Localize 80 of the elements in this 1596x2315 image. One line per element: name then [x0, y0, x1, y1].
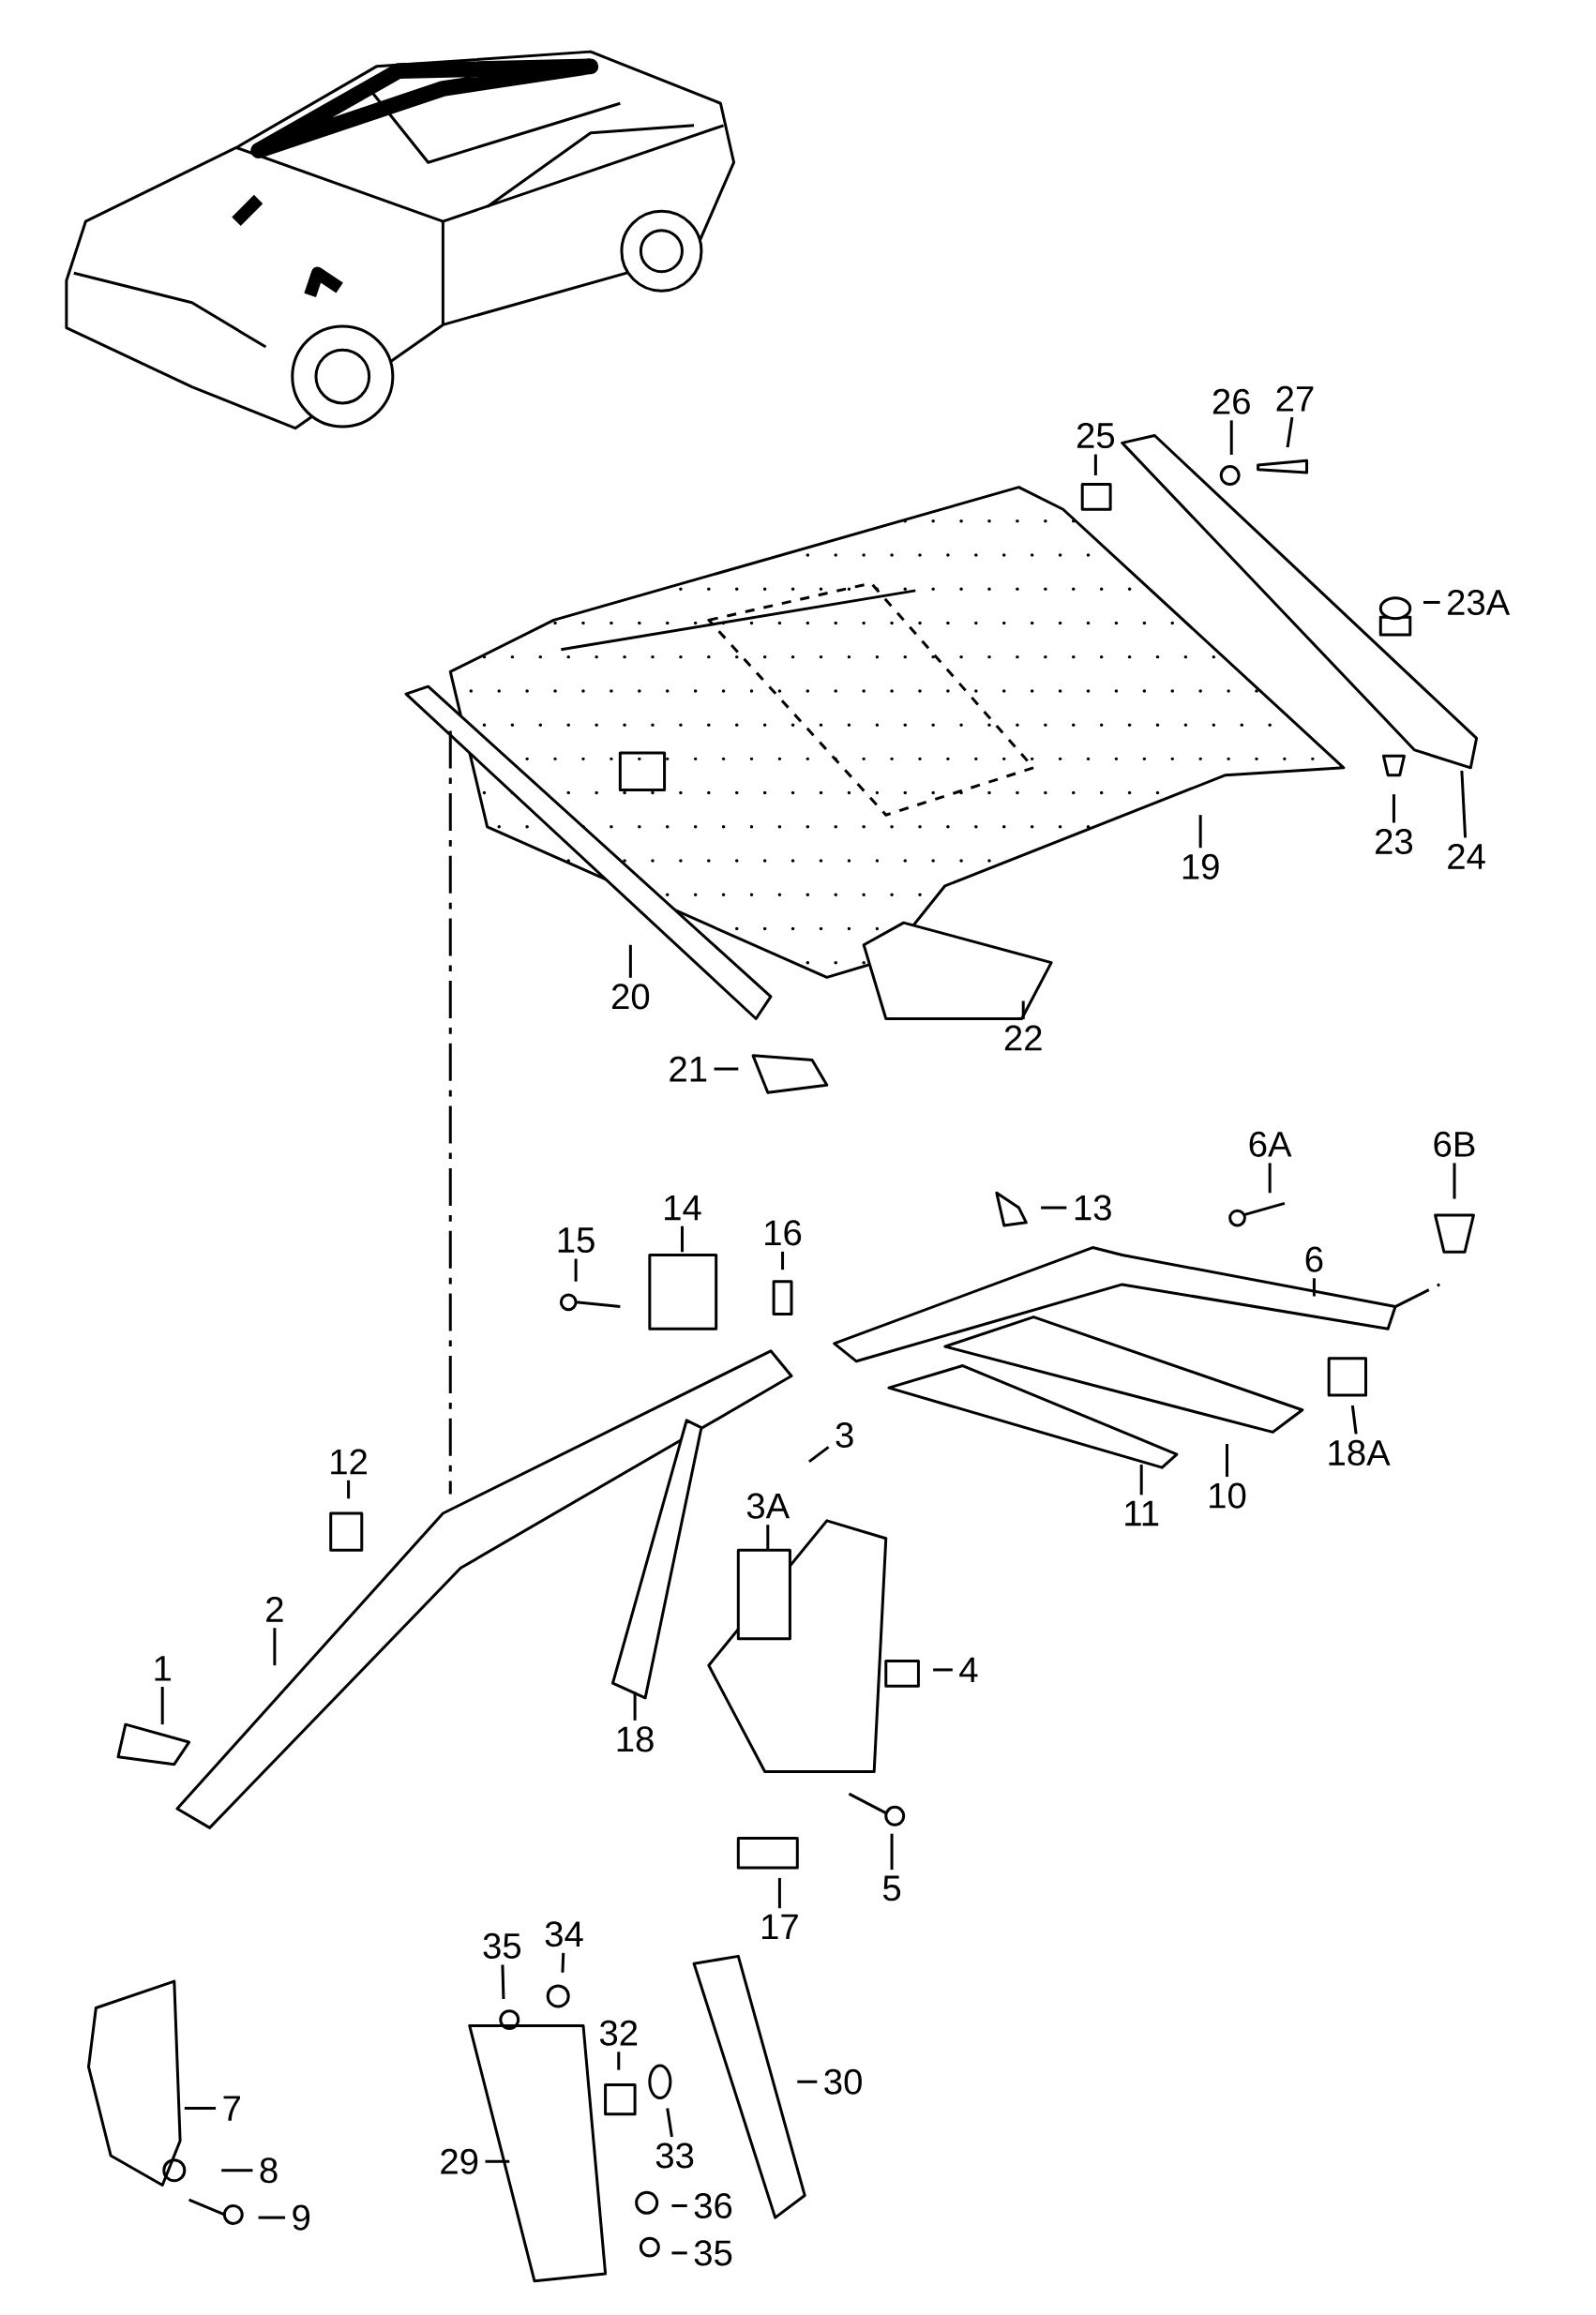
leader-line [1460, 770, 1467, 838]
leader-line [1350, 1405, 1358, 1435]
leader-line [671, 2204, 687, 2207]
leader-line [1021, 1000, 1025, 1020]
callout-number: 2 [266, 1596, 283, 1622]
leader-line [501, 1964, 505, 2000]
callout-number: 15 [558, 1227, 595, 1254]
callout-number: 14 [665, 1195, 701, 1221]
leader-line [258, 2216, 285, 2219]
callout-number: 8 [260, 2157, 278, 2184]
leader-line [671, 2251, 687, 2255]
leader-line [1041, 1206, 1067, 1210]
leader-line [1312, 1278, 1316, 1297]
callout-number: 35 [694, 2240, 732, 2266]
callout-number: 34 [545, 1921, 583, 1947]
callout-number: 11 [1125, 1500, 1159, 1526]
callout-number: 35 [483, 1932, 520, 1959]
leader-line [1286, 416, 1294, 448]
leader-line [628, 944, 632, 978]
leader-line [1392, 794, 1395, 823]
callout-number: 23 [1376, 828, 1412, 855]
callout-number: 36 [694, 2192, 732, 2219]
leader-line [184, 2107, 216, 2111]
leader-line [777, 1877, 781, 1909]
callout-number: 3A [746, 1493, 790, 1519]
callout-number: 18A [1329, 1439, 1391, 1466]
leader-line [347, 1480, 351, 1499]
leader-line [1225, 1444, 1228, 1478]
leader-line [807, 1446, 830, 1464]
callout-number: 19 [1182, 853, 1219, 879]
leader-line [1268, 1163, 1272, 1194]
leader-line [160, 1687, 164, 1725]
callout-number: 6 [1305, 1246, 1323, 1272]
callout-number: 20 [611, 984, 650, 1010]
leader-line [221, 2169, 253, 2172]
leader-line [1198, 815, 1202, 849]
callout-number: 7 [223, 2096, 240, 2121]
leader-line [574, 1258, 578, 1282]
leader-line [666, 2108, 673, 2138]
callout-number: 32 [599, 2020, 638, 2046]
callout-number: 25 [1077, 422, 1114, 449]
leader-line [1453, 1163, 1456, 1199]
leader-line [485, 2159, 510, 2163]
callout-number: 6B [1434, 1131, 1475, 1157]
callout-number: 23A [1447, 589, 1511, 615]
leader-line [1229, 420, 1233, 455]
leader-line [890, 1833, 894, 1871]
callout-number: 16 [765, 1220, 802, 1246]
leader-line [617, 2052, 621, 2070]
callout-number: 1 [155, 1656, 171, 1681]
leader-line [1093, 454, 1097, 476]
callout-number: 4 [959, 1657, 978, 1683]
callout-number: 17 [761, 1914, 798, 1940]
callout-number: 22 [1004, 1025, 1042, 1051]
callout-number: 24 [1448, 843, 1485, 869]
leader-line [633, 1691, 637, 1721]
callout-number: 26 [1212, 388, 1250, 414]
callout-number: 18 [617, 1726, 654, 1752]
callout-number: 13 [1075, 1195, 1111, 1221]
callout-number: 9 [293, 2204, 309, 2231]
leader-line [797, 2080, 818, 2083]
leader-line [680, 1225, 684, 1253]
leader-line [1139, 1465, 1143, 1496]
leader-line [1423, 600, 1440, 604]
callout-number: 6A [1249, 1131, 1292, 1157]
callout-number: 3 [836, 1421, 853, 1449]
callout-number: 5 [882, 1875, 901, 1902]
callout-number: 10 [1210, 1482, 1246, 1509]
leader-line [933, 1668, 953, 1672]
leader-line [561, 1952, 565, 1973]
leader-line [273, 1628, 277, 1666]
leader-line [766, 1525, 770, 1551]
callout-number: 30 [824, 2068, 862, 2095]
callout-number: 33 [655, 2142, 694, 2169]
leader-line [714, 1067, 739, 1071]
callout-number: 29 [441, 2148, 478, 2174]
callout-number: 21 [670, 1056, 707, 1082]
callout-number: 12 [331, 1449, 367, 1475]
callout-number: 27 [1276, 385, 1314, 412]
leader-line [781, 1251, 784, 1270]
